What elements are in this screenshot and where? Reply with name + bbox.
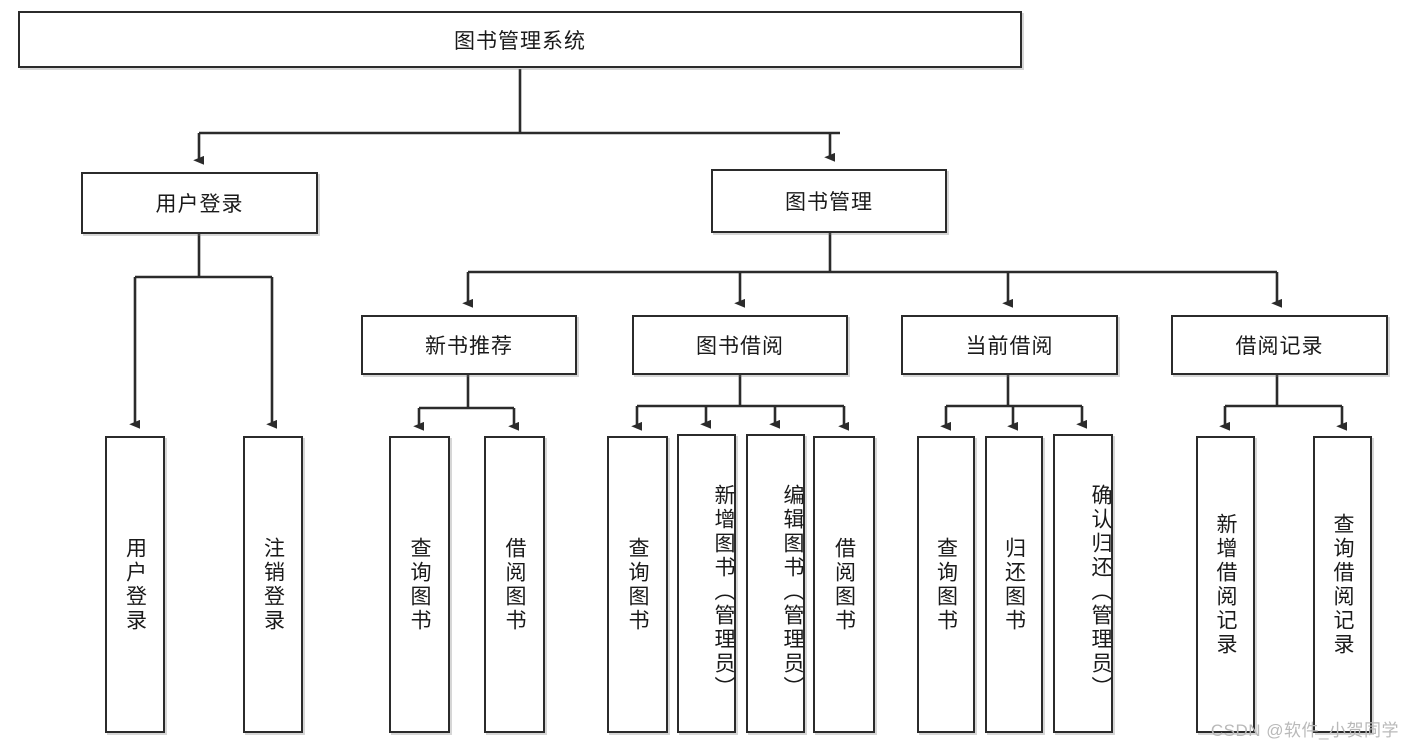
node-label: 借阅记录 (1235, 335, 1324, 358)
node-leaf-query-record[interactable]: 查询借阅记录 (1313, 436, 1372, 733)
node-leaf-return-book[interactable]: 归还图书 (985, 436, 1043, 733)
node-label: 图书借阅 (696, 335, 784, 358)
node-label: 查询图书 (934, 536, 958, 633)
node-label: 注销登录 (261, 536, 285, 633)
node-label: 用户登录 (123, 536, 147, 633)
node-leaf-add-record[interactable]: 新增借阅记录 (1196, 436, 1255, 733)
node-leaf-confirm-return[interactable]: 确认归还（管理员） (1053, 434, 1113, 733)
node-label: 归还图书 (1002, 536, 1026, 633)
node-label: 新增图书（管理员） (712, 483, 735, 700)
node-label: 编辑图书（管理员） (781, 483, 804, 700)
node-leaf-query-book-2[interactable]: 查询图书 (607, 436, 668, 733)
node-label: 图书管理 (785, 191, 873, 214)
node-leaf-edit-book[interactable]: 编辑图书（管理员） (746, 434, 805, 733)
node-label: 查询图书 (408, 536, 431, 633)
node-label: 新书推荐 (425, 335, 513, 358)
node-system-root[interactable]: 图书管理系统 (18, 11, 1022, 68)
node-book-management[interactable]: 图书管理 (711, 169, 947, 233)
node-label: 查询图书 (626, 536, 649, 633)
node-new-book-recommend[interactable]: 新书推荐 (361, 315, 577, 375)
node-label: 图书管理系统 (454, 29, 586, 53)
node-leaf-add-book[interactable]: 新增图书（管理员） (677, 434, 736, 733)
node-leaf-query-book-1[interactable]: 查询图书 (389, 436, 450, 733)
node-leaf-user-login[interactable]: 用户登录 (105, 436, 165, 733)
node-leaf-borrow-book-2[interactable]: 借阅图书 (813, 436, 875, 733)
node-label: 借阅图书 (503, 536, 526, 633)
node-book-borrow[interactable]: 图书借阅 (632, 315, 848, 375)
node-label: 新增借阅记录 (1214, 512, 1237, 657)
csdn-watermark: CSDN @软件_小贺同学 (1210, 721, 1399, 740)
node-label: 借阅图书 (832, 536, 856, 633)
node-current-borrow[interactable]: 当前借阅 (901, 315, 1118, 375)
node-label: 当前借阅 (965, 335, 1054, 358)
node-user-login[interactable]: 用户登录 (81, 172, 318, 234)
node-leaf-query-book-3[interactable]: 查询图书 (917, 436, 975, 733)
node-leaf-logout-login[interactable]: 注销登录 (243, 436, 303, 733)
node-borrow-record[interactable]: 借阅记录 (1171, 315, 1388, 375)
node-leaf-borrow-book-1[interactable]: 借阅图书 (484, 436, 545, 733)
node-label: 用户登录 (155, 193, 244, 216)
node-label: 查询借阅记录 (1331, 512, 1354, 657)
node-label: 确认归还（管理员） (1089, 483, 1112, 700)
